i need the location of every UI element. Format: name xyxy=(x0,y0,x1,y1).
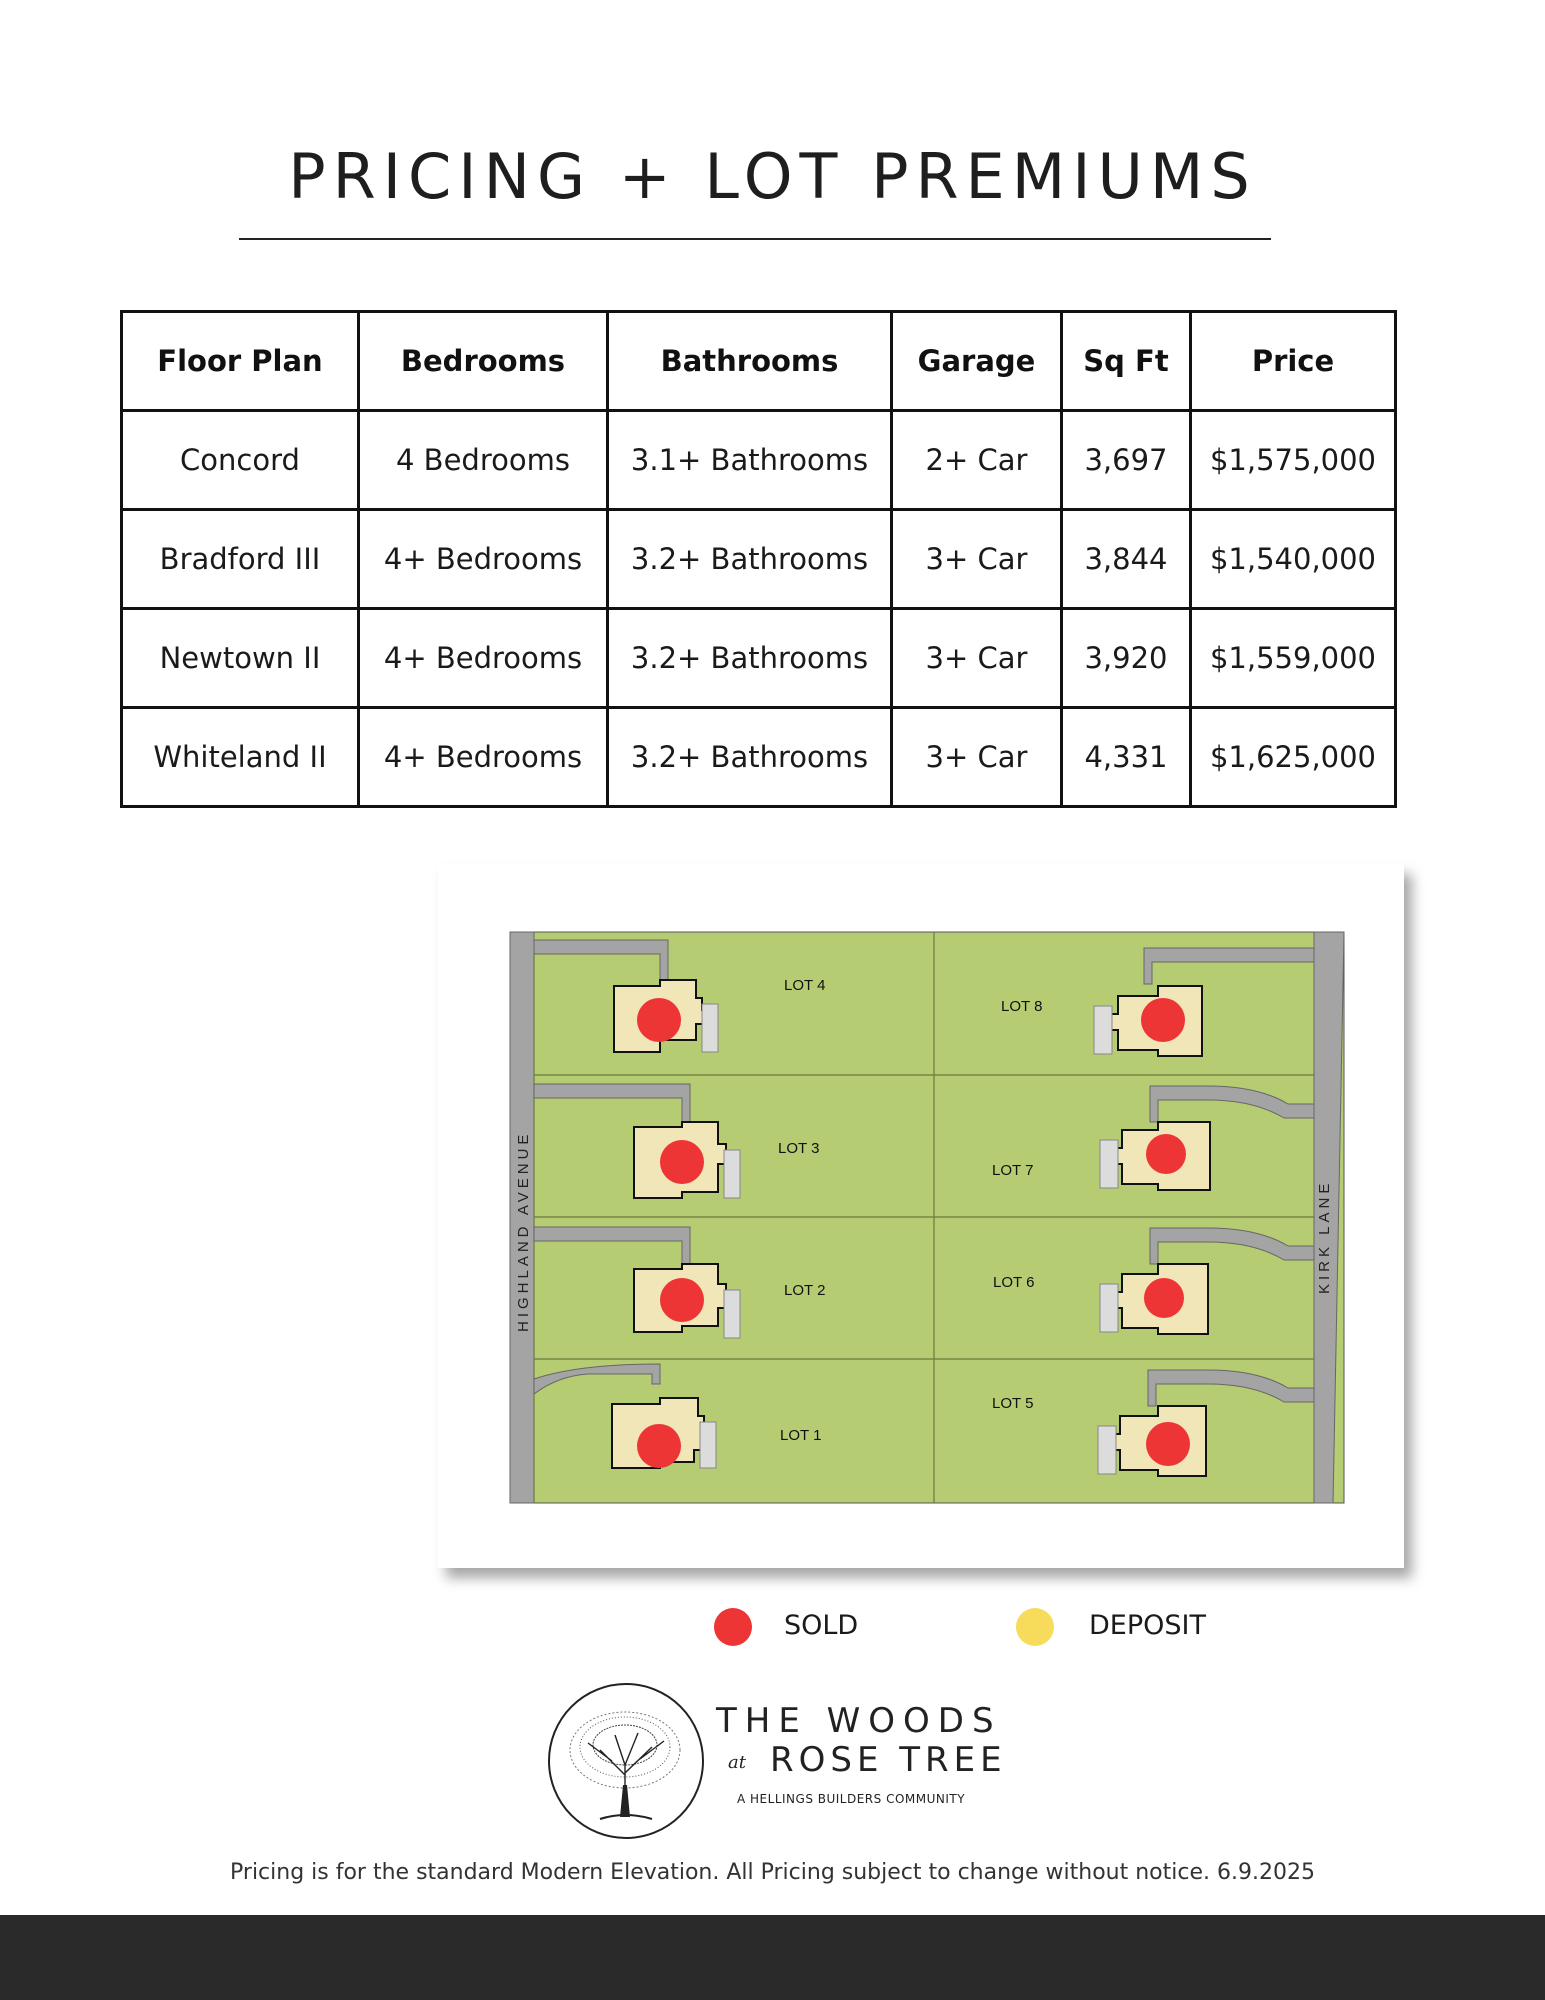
cell-sq-ft: 4,331 xyxy=(1060,706,1192,808)
cell-price: $1,559,000 xyxy=(1189,607,1397,709)
cell-bathrooms: 3.1+ Bathrooms xyxy=(606,409,893,511)
garage-pad-lot-8 xyxy=(1093,1005,1113,1055)
cell-floor-plan: Whiteland II xyxy=(120,706,360,808)
tree-logo-icon xyxy=(569,1711,681,1820)
deposit-legend-label: DEPOSIT xyxy=(1089,1610,1206,1641)
lot-5-status-dot xyxy=(1146,1422,1190,1466)
street-label-kirk: KIRK LANE xyxy=(1316,1180,1333,1294)
footer-bar xyxy=(0,1915,1545,2000)
site-map: LOT 4 LOT 3 LOT 2 LOT 1 LOT 8 LOT 7 LOT … xyxy=(438,864,1404,1568)
table-row: Newtown II 4+ Bedrooms 3.2+ Bathrooms 3+… xyxy=(120,607,1397,709)
cell-price: $1,575,000 xyxy=(1189,409,1397,511)
logo-circle xyxy=(548,1683,704,1839)
lot-label-6: LOT 6 xyxy=(993,1274,1034,1291)
lot-label-8: LOT 8 xyxy=(1001,998,1042,1015)
cell-floor-plan: Bradford III xyxy=(120,508,360,610)
title-divider xyxy=(239,238,1271,240)
cell-bathrooms: 3.2+ Bathrooms xyxy=(606,508,893,610)
header-price: Price xyxy=(1189,310,1397,412)
highland-avenue-road xyxy=(509,931,535,1504)
lot-8-status-dot xyxy=(1141,998,1185,1042)
cell-bedrooms: 4+ Bedrooms xyxy=(357,607,609,709)
lot-1-status-dot xyxy=(637,1424,681,1468)
cell-garage: 2+ Car xyxy=(890,409,1063,511)
pricing-table: Floor Plan Bedrooms Bathrooms Garage Sq … xyxy=(120,310,1397,808)
driveway-lot-5 xyxy=(1147,1369,1315,1407)
table-row: Bradford III 4+ Bedrooms 3.2+ Bathrooms … xyxy=(120,508,1397,610)
cell-bedrooms: 4+ Bedrooms xyxy=(357,508,609,610)
table-row: Concord 4 Bedrooms 3.1+ Bathrooms 2+ Car… xyxy=(120,409,1397,511)
brand-tagline: A HELLINGS BUILDERS COMMUNITY xyxy=(737,1792,966,1806)
driveway-lot-8 xyxy=(1143,947,1315,985)
garage-pad-lot-5 xyxy=(1097,1425,1117,1475)
driveway-lot-7 xyxy=(1149,1085,1315,1123)
brand-at: at xyxy=(728,1752,746,1773)
cell-bathrooms: 3.2+ Bathrooms xyxy=(606,607,893,709)
lot-label-7: LOT 7 xyxy=(992,1162,1033,1179)
lot-label-3: LOT 3 xyxy=(778,1140,819,1157)
table-row: Whiteland II 4+ Bedrooms 3.2+ Bathrooms … xyxy=(120,706,1397,808)
garage-pad-lot-2 xyxy=(723,1289,741,1339)
garage-pad-lot-4 xyxy=(701,1003,719,1053)
page-title: PRICING + LOT PREMIUMS xyxy=(288,140,1257,213)
deposit-legend-dot xyxy=(1016,1608,1054,1646)
cell-garage: 3+ Car xyxy=(890,706,1063,808)
cell-garage: 3+ Car xyxy=(890,508,1063,610)
cell-bedrooms: 4+ Bedrooms xyxy=(357,706,609,808)
pricing-disclaimer: Pricing is for the standard Modern Eleva… xyxy=(230,1860,1315,1885)
garage-pad-lot-6 xyxy=(1099,1283,1119,1333)
driveway-lot-6 xyxy=(1149,1227,1315,1265)
street-label-highland: HIGHLAND AVENUE xyxy=(515,1131,532,1332)
brand-name-line1: THE WOODS xyxy=(716,1701,1002,1741)
lot-7-status-dot xyxy=(1146,1134,1186,1174)
table-header-row: Floor Plan Bedrooms Bathrooms Garage Sq … xyxy=(120,310,1397,412)
brand-name-line2: ROSE TREE xyxy=(770,1740,1007,1780)
cell-garage: 3+ Car xyxy=(890,607,1063,709)
garage-pad-lot-3 xyxy=(723,1149,741,1199)
lot-4-status-dot xyxy=(637,998,681,1042)
lot-3-status-dot xyxy=(660,1140,704,1184)
driveway-lot-1 xyxy=(533,1363,661,1395)
header-sq-ft: Sq Ft xyxy=(1060,310,1192,412)
garage-pad-lot-1 xyxy=(699,1421,717,1469)
lot-label-1: LOT 1 xyxy=(780,1427,821,1444)
lot-2-status-dot xyxy=(660,1278,704,1322)
sold-legend-dot xyxy=(714,1608,752,1646)
header-bedrooms: Bedrooms xyxy=(357,310,609,412)
cell-price: $1,540,000 xyxy=(1189,508,1397,610)
cell-bathrooms: 3.2+ Bathrooms xyxy=(606,706,893,808)
lot-label-2: LOT 2 xyxy=(784,1282,825,1299)
legend: SOLD DEPOSIT xyxy=(0,1608,1545,1648)
cell-floor-plan: Newtown II xyxy=(120,607,360,709)
cell-sq-ft: 3,844 xyxy=(1060,508,1192,610)
sold-legend-label: SOLD xyxy=(784,1610,859,1641)
cell-sq-ft: 3,697 xyxy=(1060,409,1192,511)
kirk-lane-road xyxy=(1313,931,1345,1504)
site-map-drawing: LOT 4 LOT 3 LOT 2 LOT 1 LOT 8 LOT 7 LOT … xyxy=(509,931,1345,1504)
header-bathrooms: Bathrooms xyxy=(606,310,893,412)
cell-bedrooms: 4 Bedrooms xyxy=(357,409,609,511)
lot-boundaries xyxy=(533,932,1314,1503)
garage-pad-lot-7 xyxy=(1099,1139,1119,1189)
header-garage: Garage xyxy=(890,310,1063,412)
cell-floor-plan: Concord xyxy=(120,409,360,511)
lot-label-5: LOT 5 xyxy=(992,1395,1033,1412)
cell-price: $1,625,000 xyxy=(1189,706,1397,808)
lot-6-status-dot xyxy=(1144,1278,1184,1318)
lot-label-4: LOT 4 xyxy=(784,977,825,994)
cell-sq-ft: 3,920 xyxy=(1060,607,1192,709)
header-floor-plan: Floor Plan xyxy=(120,310,360,412)
